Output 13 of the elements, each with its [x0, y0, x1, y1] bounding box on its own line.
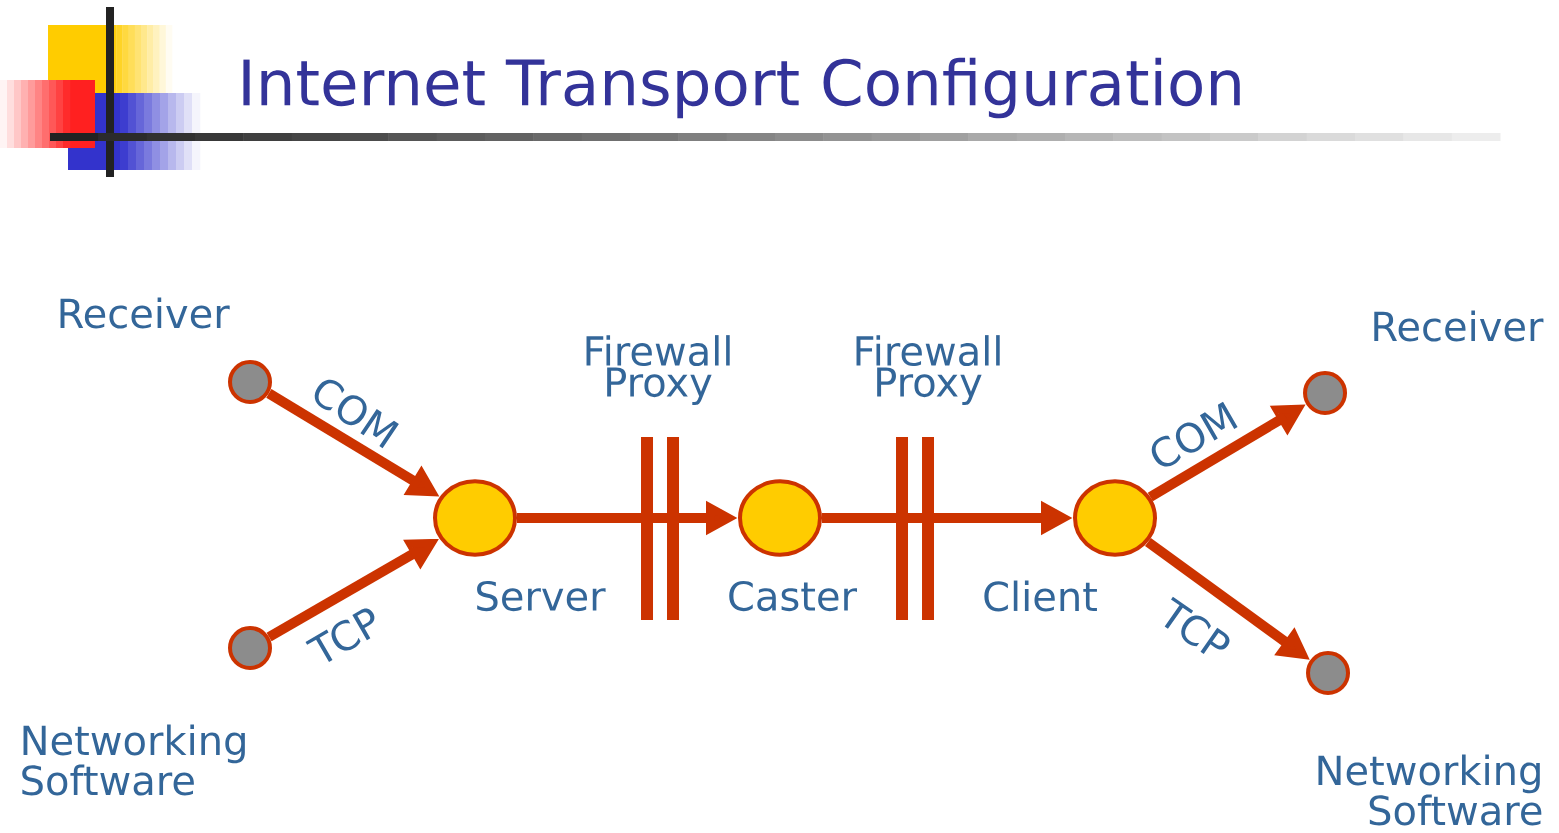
node-caption: Receiver	[60, 297, 230, 329]
node-caption: Caster	[729, 580, 857, 612]
title: Internet Transport Configuration	[243, 57, 1240, 119]
firewall-label: Firewall Proxy	[856, 335, 1000, 405]
firewall-label: Firewall Proxy	[586, 335, 730, 405]
node-caption: Networking Software	[22, 724, 245, 796]
edge-label: TCP	[1164, 596, 1230, 654]
node-caption: Receiver	[1374, 310, 1544, 342]
edge-label: COM	[1151, 401, 1238, 467]
node-caption: Server	[477, 580, 606, 612]
node-caption: Client	[984, 580, 1097, 612]
node-caption: Networking Software	[1318, 754, 1542, 826]
edge-label: TCP	[305, 608, 375, 663]
